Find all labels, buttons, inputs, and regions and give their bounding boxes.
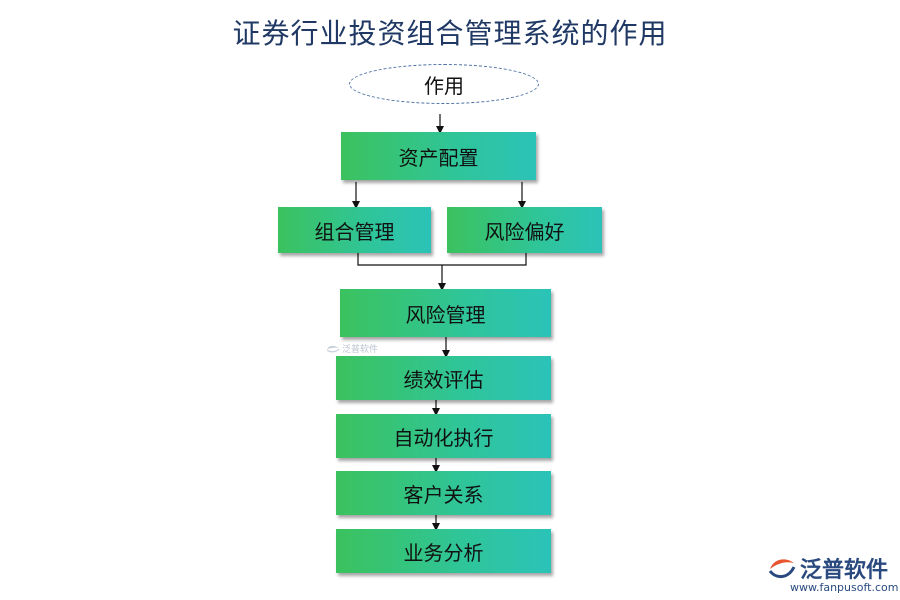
logo-url: www.fanpusoft.com: [790, 581, 899, 594]
logo-text: 泛普软件: [800, 558, 889, 583]
node-risk-preference: 风险偏好: [447, 207, 602, 253]
merge-bracket: [357, 253, 527, 266]
node-client-relations: 客户关系: [336, 471, 551, 515]
node-business-analysis: 业务分析: [336, 529, 551, 573]
node-performance-evaluation: 绩效评估: [336, 356, 551, 400]
root-node: 作用: [349, 64, 539, 104]
node-portfolio-management: 组合管理: [278, 207, 431, 253]
watermark-small-text: 泛普软件: [342, 345, 379, 355]
fanpu-logo-icon: [768, 559, 796, 578]
watermark-small: 泛普软件: [326, 342, 378, 355]
watermark-logo-icon: [326, 345, 340, 352]
node-automated-execution: 自动化执行: [336, 414, 551, 458]
brand-logo: 泛普软件: [768, 552, 888, 584]
page-title: 证券行业投资组合管理系统的作用: [232, 17, 668, 50]
node-risk-management: 风险管理: [340, 289, 551, 337]
node-asset-allocation: 资产配置: [341, 132, 536, 180]
